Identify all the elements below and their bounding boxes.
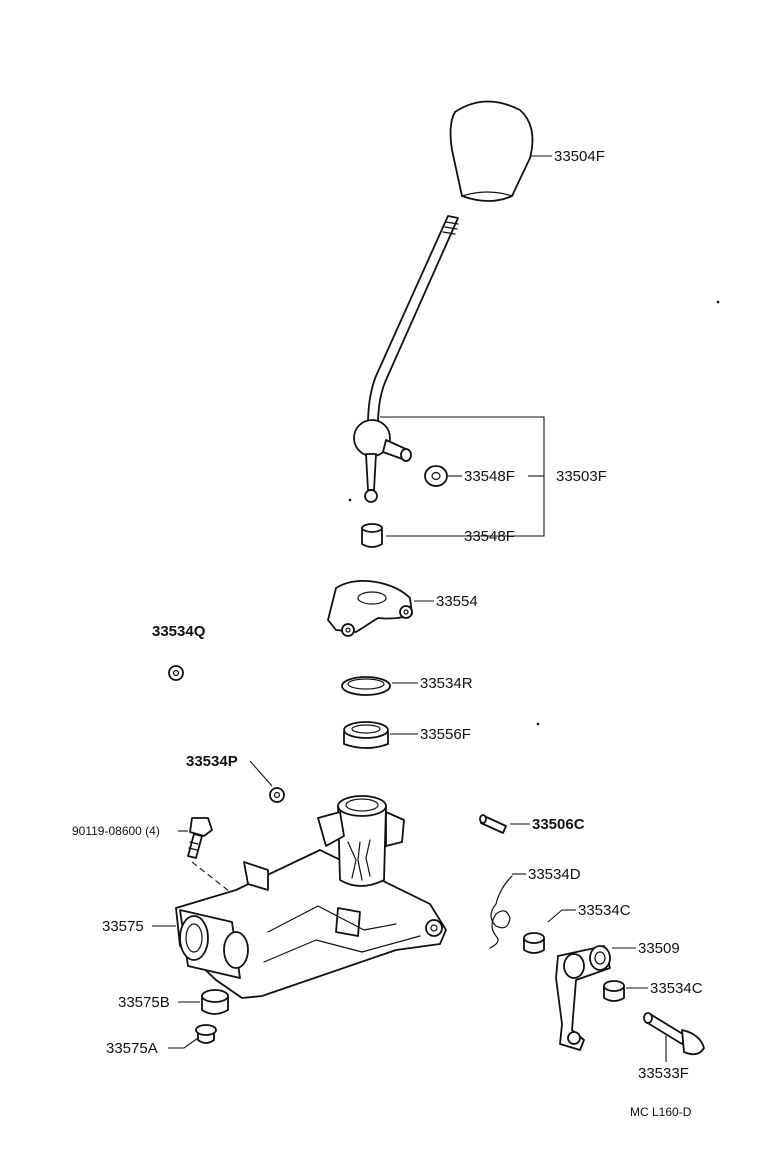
shaft — [643, 1012, 705, 1056]
label-ring: 33534R — [420, 675, 473, 692]
bushing-c-upper — [523, 932, 545, 954]
scan-speck — [716, 300, 720, 304]
leader-collar — [168, 1037, 199, 1049]
pin — [479, 814, 507, 834]
cushion — [201, 989, 229, 1015]
label-clip-p: 33534P — [186, 753, 238, 770]
label-bushing-c-upper: 33534C — [578, 902, 631, 919]
scan-speck — [536, 722, 540, 726]
label-lever-assy: 33503F — [556, 468, 607, 485]
shift-lever-rod — [353, 215, 459, 503]
label-bushing-upper: 33548F — [464, 468, 515, 485]
label-pin: 33506C — [532, 816, 585, 833]
bolt-alignment-line — [191, 861, 249, 907]
selector-lever — [555, 945, 611, 1051]
label-shaft: 33533F — [638, 1065, 689, 1082]
clip-p — [269, 787, 285, 803]
label-housing: 33575 — [102, 918, 144, 935]
label-retainer: 33554 — [436, 593, 478, 610]
bolt — [187, 817, 213, 859]
label-knob: 33504F — [554, 148, 605, 165]
label-cushion: 33575B — [118, 994, 170, 1011]
label-clip-q: 33534Q — [152, 623, 206, 640]
label-spring: 33534D — [528, 866, 581, 883]
leader-bushing-c-upper — [547, 909, 563, 923]
label-selector-lever: 33509 — [638, 940, 680, 957]
retainer-ring — [341, 676, 391, 696]
bushing-upper — [424, 465, 448, 487]
bushing-c-lower — [603, 980, 625, 1002]
leader-clip-p — [249, 760, 273, 787]
diagram-code: MC L160-D — [630, 1105, 692, 1119]
lever-retainer — [327, 579, 413, 637]
clip-q — [168, 665, 184, 681]
label-bushing-c-lower: 33534C — [650, 980, 703, 997]
shift-housing — [175, 795, 447, 999]
lever-seat — [343, 721, 389, 749]
label-bolt: 90119-08600 (4) — [72, 824, 160, 838]
bushing-lower — [361, 523, 383, 548]
label-seat: 33556F — [420, 726, 471, 743]
collar — [195, 1024, 217, 1044]
label-collar: 33575A — [106, 1040, 158, 1057]
spring — [489, 875, 513, 949]
label-bushing-lower: 33548F — [464, 528, 515, 545]
shift-knob — [449, 100, 534, 202]
scan-speck — [348, 498, 352, 502]
